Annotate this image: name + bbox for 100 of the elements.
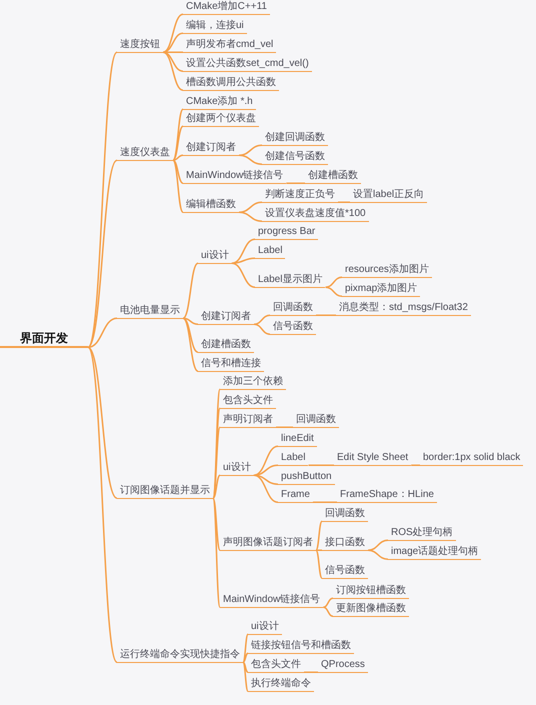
topic-label: border:1px solid black xyxy=(420,451,524,466)
topic-label: image话题处理句柄 xyxy=(388,545,482,560)
connector-line xyxy=(276,426,293,428)
connector-line xyxy=(315,550,323,579)
topic-label: 信号和槽连接 xyxy=(198,357,264,372)
connector-line xyxy=(162,52,184,91)
topic-label: 创建槽函数 xyxy=(198,338,254,353)
connector-line xyxy=(232,258,256,264)
topic-label: 包含头文件 xyxy=(220,394,276,409)
topic-label: Label xyxy=(278,451,308,466)
topic-label: 速度仪表盘 xyxy=(117,146,173,161)
connector-line xyxy=(182,262,198,319)
connector-line xyxy=(312,502,337,503)
topic-label: ui设计 xyxy=(248,620,282,635)
topic-label: 判断速度正负号 xyxy=(262,188,338,203)
connector-line xyxy=(323,598,334,608)
topic-label: Label xyxy=(255,244,286,259)
topic-label: Label显示图片 xyxy=(255,273,326,288)
connector-line xyxy=(162,32,184,53)
topic-label: 槽函数调用公共函数 xyxy=(183,76,279,91)
connector-line xyxy=(254,324,270,335)
topic-label: 编辑槽函数 xyxy=(183,198,239,213)
connector-line xyxy=(212,474,220,499)
connector-line xyxy=(254,446,278,476)
topic-label: resources添加图片 xyxy=(342,263,432,278)
connector-line xyxy=(172,154,184,161)
topic-label: 执行终端命令 xyxy=(248,677,314,692)
connector-line xyxy=(88,318,118,348)
topic-label: 编辑，连接ui xyxy=(183,19,247,34)
topic-label: 订阅按钮槽函数 xyxy=(333,584,409,599)
topic-label: Frame xyxy=(278,488,313,503)
topic-label: 回调函数 xyxy=(270,301,316,316)
connector-line xyxy=(325,276,342,288)
connector-line xyxy=(411,464,420,466)
connector-line xyxy=(254,474,278,503)
topic-label: 声明发布者cmd_vel xyxy=(183,38,276,53)
topic-label: 包含头文件 xyxy=(248,658,304,673)
connector-line xyxy=(316,550,322,551)
topic-label: progress Bar xyxy=(255,225,318,240)
topic-label: CMake增加C++11 xyxy=(183,0,270,15)
connector-line xyxy=(254,464,278,476)
topic-label: CMake添加 *.h xyxy=(183,95,256,110)
connector-line xyxy=(212,388,221,499)
connector-line xyxy=(162,14,184,53)
topic-label: MainWindow链接信号 xyxy=(183,169,286,184)
topic-label: 创建槽函数 xyxy=(305,169,361,184)
topic-label: 信号函数 xyxy=(270,320,316,335)
connector-line xyxy=(87,160,118,348)
topic-label: 更新图像槽函数 xyxy=(333,602,409,617)
topic-label: 创建信号函数 xyxy=(262,150,328,165)
connector-line xyxy=(238,144,262,156)
connector-line xyxy=(238,154,262,165)
topic-label: pixmap添加图片 xyxy=(342,282,420,297)
topic-label: 设置公共函数set_cmd_vel() xyxy=(183,57,312,72)
topic-label: 电池电量显示 xyxy=(117,304,183,319)
connector-line xyxy=(368,540,388,551)
topic-label: pushButton xyxy=(278,470,335,485)
connector-line xyxy=(286,182,305,184)
topic-label: Edit Style Sheet xyxy=(334,451,412,466)
connector-line xyxy=(338,202,350,203)
connector-line xyxy=(88,346,118,499)
topic-label: 设置仪表盘速度值*100 xyxy=(262,207,369,222)
connector-line xyxy=(368,550,388,560)
topic-label: 声明订阅者 xyxy=(220,413,276,428)
connector-line xyxy=(254,314,270,325)
connector-line xyxy=(242,652,248,663)
topic-label: 设置label正反向 xyxy=(350,188,428,203)
connector-line xyxy=(212,426,221,499)
topic-label: MainWindow链接信号 xyxy=(220,593,324,608)
topic-label: 链接按钮信号和槽函数 xyxy=(248,639,354,654)
connector-line xyxy=(172,160,184,213)
topic-label: 回调函数 xyxy=(322,507,368,522)
topic-label: QProcess xyxy=(318,658,368,673)
central-topic: 界面开发 xyxy=(0,332,88,348)
topic-label: 信号函数 xyxy=(322,564,368,579)
topic-label: 消息类型：std_msgs/Float32 xyxy=(336,301,471,316)
connector-line xyxy=(162,52,184,72)
topic-label: 创建订阅者 xyxy=(198,310,254,325)
connector-line xyxy=(87,346,118,663)
topic-label: 接口函数 xyxy=(322,536,368,551)
connector-line xyxy=(182,318,198,353)
topic-label: 回调函数 xyxy=(293,413,339,428)
connector-line xyxy=(325,286,342,297)
connector-line xyxy=(254,474,278,485)
connector-line xyxy=(172,160,184,184)
connector-line xyxy=(182,318,198,325)
connector-line xyxy=(242,662,248,673)
connector-line xyxy=(182,318,198,372)
topic-label: 运行终端命令实现快捷指令 xyxy=(117,648,243,663)
topic-label: ROS处理句柄 xyxy=(388,526,456,541)
connector-line xyxy=(323,606,334,617)
connector-line xyxy=(87,52,118,348)
connector-line xyxy=(238,212,262,222)
connector-line xyxy=(242,662,249,692)
connector-line xyxy=(304,672,318,673)
topic-label: lineEdit xyxy=(278,432,317,447)
connector-line xyxy=(172,108,184,161)
topic-label: ui设计 xyxy=(198,249,232,264)
topic-label: 速度按钮 xyxy=(117,38,163,53)
connector-line xyxy=(238,202,262,213)
